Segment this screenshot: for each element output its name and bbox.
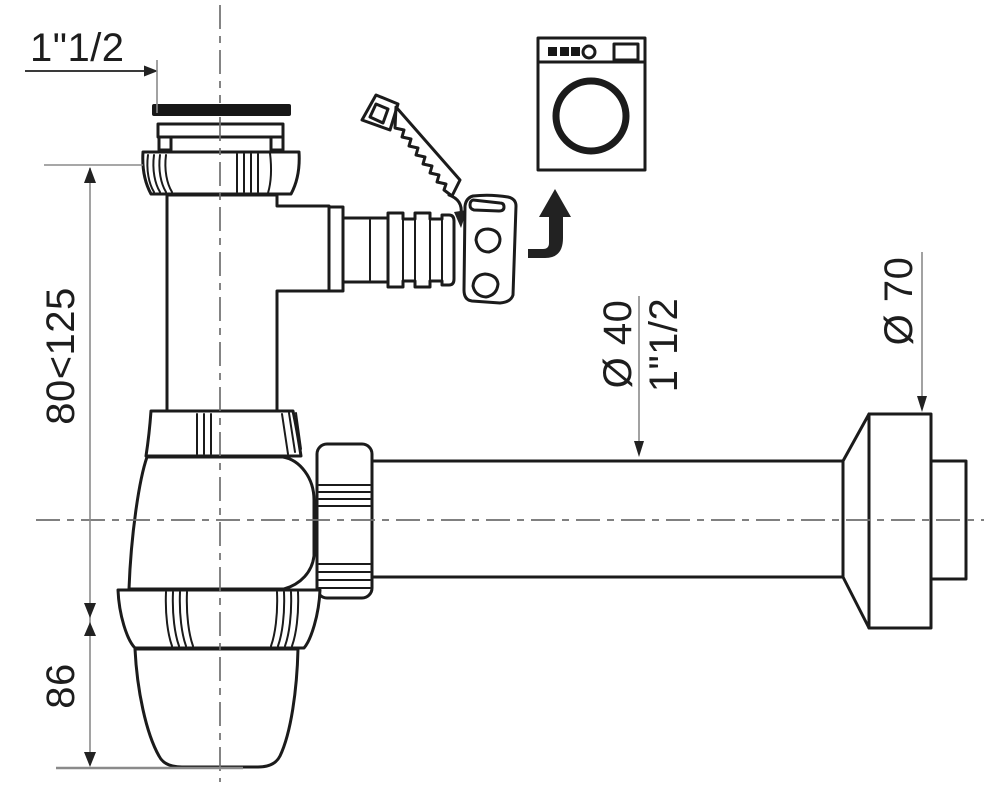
wall-cone xyxy=(841,412,871,630)
up-arrow-icon xyxy=(528,189,571,258)
washer-door xyxy=(552,77,630,155)
centerlines xyxy=(36,5,984,782)
wall-flange xyxy=(867,412,933,630)
dim-left-heights: 80<125 86 xyxy=(39,164,243,770)
dim-height-range-label: 80<125 xyxy=(39,287,83,425)
dim-inlet-thread-label: 1"1/2 xyxy=(30,26,125,70)
dim-inlet-thread: 1"1/2 xyxy=(25,26,158,113)
dim-body-height-label: 86 xyxy=(39,663,83,709)
dim-outlet-diameter-label: Ø 40 xyxy=(596,300,640,389)
trap-bottom-nut xyxy=(116,588,322,650)
dim-outlet-pipe: Ø 40 1"1/2 xyxy=(596,296,686,457)
dim-wall-diameter-label: Ø 70 xyxy=(877,257,921,346)
dim-outlet-thread-label: 1"1/2 xyxy=(642,298,686,393)
trap-top-nut xyxy=(144,409,303,458)
wall-outlet-pipe xyxy=(370,412,968,630)
tailpipe xyxy=(165,193,456,413)
trap-cup xyxy=(133,647,300,769)
hose-barbs xyxy=(386,211,456,289)
washing-machine-branch xyxy=(327,205,456,293)
side-outlet-nut xyxy=(315,442,374,600)
washing-machine-icon xyxy=(536,36,647,172)
gasket xyxy=(152,104,291,116)
sink-flange xyxy=(141,104,301,196)
trap-body xyxy=(127,455,316,591)
dim-wall-flange: Ø 70 xyxy=(877,252,927,412)
hose-cap xyxy=(462,193,518,305)
saw-icon xyxy=(360,93,462,198)
flange-nut xyxy=(141,150,301,196)
